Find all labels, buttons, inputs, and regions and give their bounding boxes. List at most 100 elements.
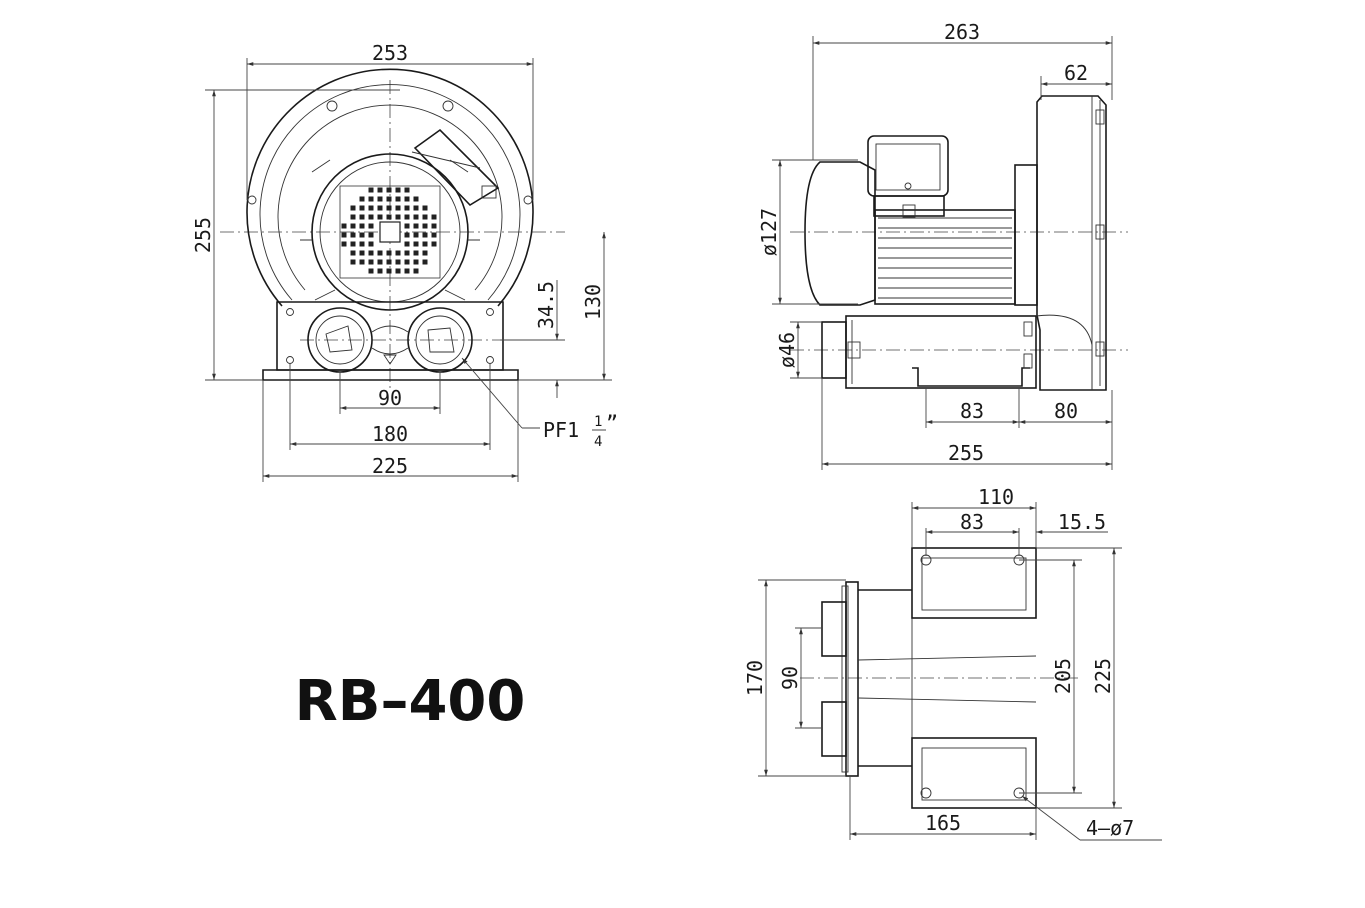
grille-hole bbox=[404, 259, 410, 265]
dim-width-top: 253 bbox=[372, 41, 408, 65]
dim-length-total: 263 bbox=[944, 20, 980, 44]
grille-hole bbox=[368, 187, 374, 193]
grille-hole bbox=[395, 268, 401, 274]
grille-hole bbox=[413, 250, 419, 256]
grille-hole bbox=[359, 250, 365, 256]
grille-hole bbox=[404, 205, 410, 211]
grille-hole bbox=[413, 214, 419, 220]
grille-hole bbox=[431, 241, 437, 247]
grille-hole bbox=[350, 241, 356, 247]
grille-hole bbox=[431, 223, 437, 229]
grille-hole bbox=[359, 241, 365, 247]
grille-hole bbox=[413, 268, 419, 274]
cooling-fins bbox=[878, 217, 1012, 299]
grille-hole bbox=[422, 214, 428, 220]
grille-hole bbox=[359, 214, 365, 220]
front-view: 253 255 130 34.5 90 180 225 PF1 bbox=[191, 41, 618, 482]
grille-hole bbox=[422, 205, 428, 211]
grille-hole bbox=[359, 196, 365, 202]
grille-hole bbox=[431, 214, 437, 220]
thread-frac-den: 4 bbox=[594, 434, 602, 450]
grille-hole bbox=[350, 250, 356, 256]
grille-hole bbox=[404, 196, 410, 202]
grille-hole bbox=[368, 205, 374, 211]
grille-hole bbox=[359, 259, 365, 265]
dim-foot-length: 225 bbox=[1091, 658, 1115, 694]
grille-hole bbox=[395, 187, 401, 193]
grille-hole bbox=[422, 250, 428, 256]
grille-hole bbox=[359, 205, 365, 211]
grille-hole bbox=[386, 250, 392, 256]
grille-hole bbox=[377, 196, 383, 202]
grille-hole bbox=[395, 205, 401, 211]
dim-height-outlet: 34.5 bbox=[534, 281, 558, 329]
dim-hole-offset: 15.5 bbox=[1058, 510, 1106, 534]
dim-hole-spacing: 83 bbox=[960, 510, 984, 534]
grille-hole bbox=[413, 259, 419, 265]
dim-port-spacing: 90 bbox=[378, 386, 402, 410]
grille-hole bbox=[395, 196, 401, 202]
grille-hole bbox=[395, 214, 401, 220]
grille-hole bbox=[350, 205, 356, 211]
grille-hole bbox=[404, 232, 410, 238]
grille-hole bbox=[377, 214, 383, 220]
fan-grille bbox=[339, 185, 441, 279]
grille-hole bbox=[368, 250, 374, 256]
dim-port-spacing-bottom: 90 bbox=[778, 666, 802, 690]
hole-callout: 4–ø7 bbox=[1086, 816, 1134, 840]
dim-base-width: 225 bbox=[372, 454, 408, 478]
grille-hole bbox=[359, 223, 365, 229]
grille-hole bbox=[413, 205, 419, 211]
grille-hole bbox=[350, 223, 356, 229]
grille-hole bbox=[404, 187, 410, 193]
housing-lugs bbox=[247, 100, 533, 205]
grille-hole bbox=[368, 241, 374, 247]
dim-port-dia: ø46 bbox=[775, 332, 799, 368]
grille-hole bbox=[350, 232, 356, 238]
dim-hole-spacing-long: 205 bbox=[1051, 658, 1075, 694]
grille-hole bbox=[341, 241, 347, 247]
grille-hole bbox=[368, 259, 374, 265]
grille-hole bbox=[386, 205, 392, 211]
grille-hole bbox=[413, 196, 419, 202]
bottom-view: 110 83 15.5 170 90 205 225 165 bbox=[743, 485, 1162, 841]
grille-hole bbox=[422, 232, 428, 238]
grille-hole bbox=[395, 250, 401, 256]
grille-hole bbox=[422, 223, 428, 229]
grille-hole bbox=[404, 268, 410, 274]
grille-hole bbox=[386, 268, 392, 274]
grille-hole bbox=[386, 214, 392, 220]
thread-mark: ” bbox=[606, 411, 618, 435]
grille-hole bbox=[422, 241, 428, 247]
model-title: RB–400 bbox=[295, 669, 526, 734]
grille-hole bbox=[341, 223, 347, 229]
grille-hole bbox=[368, 223, 374, 229]
grille-hole bbox=[404, 214, 410, 220]
grille-hole bbox=[395, 259, 401, 265]
grille-hole bbox=[341, 232, 347, 238]
dim-height-axis: 130 bbox=[581, 284, 605, 320]
grille-hole bbox=[413, 232, 419, 238]
grille-hole bbox=[377, 259, 383, 265]
dim-length-to-flange: 165 bbox=[925, 811, 961, 835]
dim-mount-spacing: 180 bbox=[372, 422, 408, 446]
dim-motor-dia: ø127 bbox=[757, 208, 781, 256]
grille-hole bbox=[377, 205, 383, 211]
grille-hole bbox=[377, 187, 383, 193]
grille-hole bbox=[422, 259, 428, 265]
grille-hole bbox=[413, 241, 419, 247]
grille-hole bbox=[404, 241, 410, 247]
dim-foot-to-end: 80 bbox=[1054, 399, 1078, 423]
grille-hole bbox=[431, 232, 437, 238]
grille-hole bbox=[386, 196, 392, 202]
grille-hole bbox=[377, 268, 383, 274]
side-view: 263 62 ø127 ø46 83 80 255 bbox=[757, 20, 1128, 470]
thread-frac-num: 1 bbox=[594, 414, 602, 430]
grille-hole bbox=[368, 232, 374, 238]
dim-housing-depth: 62 bbox=[1064, 61, 1088, 85]
inlet-port bbox=[307, 307, 373, 373]
grille-hole bbox=[359, 232, 365, 238]
grille-hole bbox=[377, 250, 383, 256]
dim-height-total: 255 bbox=[191, 217, 215, 253]
